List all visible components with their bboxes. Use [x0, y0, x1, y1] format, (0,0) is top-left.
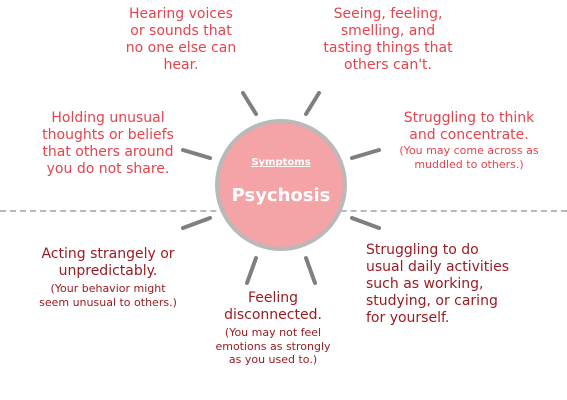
symptom-text-line: tasting things that — [323, 40, 453, 57]
ray-bottom-left — [245, 256, 258, 285]
ray-top-right — [304, 91, 321, 116]
symptom-acting-strangely: Acting strangely or unpredictably. (Your… — [20, 246, 196, 309]
hub-subtitle: Symptoms — [251, 157, 311, 168]
symptom-text-line: thoughts or beliefs — [42, 127, 174, 144]
ray-upper-left — [181, 148, 212, 160]
symptom-text-line: smelling, and — [340, 23, 436, 40]
symptom-unusual-beliefs: Holding unusual thoughts or beliefs that… — [22, 110, 194, 178]
symptom-text-line: hear. — [163, 57, 199, 74]
symptom-note-line: (You may come across as — [399, 144, 539, 158]
symptom-text-line: Struggling to do — [366, 242, 479, 258]
hub-title: Psychosis — [231, 185, 331, 206]
symptom-daily-activities: Struggling to do usual daily activities … — [366, 242, 546, 327]
symptom-text-line: such as working, — [366, 276, 484, 293]
symptom-text-line: for yourself. — [366, 310, 450, 327]
symptom-text-line: unpredictably. — [58, 263, 158, 280]
symptom-text-line: Acting strangely or — [41, 246, 175, 262]
symptom-text-line: disconnected. — [224, 307, 322, 324]
symptom-note-line: (You may not feel — [224, 326, 322, 340]
ray-lower-right — [350, 216, 381, 230]
psychosis-hub: Symptoms Psychosis — [215, 119, 347, 251]
symptom-text-line: studying, or caring — [366, 293, 498, 310]
symptom-text-line: or sounds that — [130, 23, 232, 40]
ray-upper-right — [350, 148, 381, 160]
symptom-text-line: usual daily activities — [366, 259, 510, 276]
symptom-text-line: Holding unusual — [51, 110, 165, 126]
symptom-text-line: you do not share. — [46, 161, 170, 178]
symptom-text-line: Struggling to think — [403, 110, 535, 126]
symptom-feeling-disconnected: Feeling disconnected. (You may not feel … — [198, 290, 348, 366]
symptom-text-line: others can't. — [344, 57, 432, 74]
ray-top-left — [241, 91, 258, 116]
ray-bottom-right — [304, 256, 317, 285]
symptom-note-line: as you used to.) — [228, 352, 318, 366]
symptom-struggling-to-think: Struggling to think and concentrate. (Yo… — [380, 110, 558, 171]
symptom-note-line: emotions as strongly — [215, 339, 331, 353]
symptom-text-line: Seeing, feeling, — [333, 6, 443, 22]
symptom-note-line: (Your behavior might — [50, 282, 166, 296]
ray-lower-left — [181, 216, 212, 230]
symptom-text-line: and concentrate. — [409, 127, 529, 144]
symptom-hearing-voices: Hearing voices or sounds that no one els… — [106, 6, 256, 74]
symptom-note-line: muddled to others.) — [414, 157, 524, 171]
symptom-text-line: no one else can — [125, 40, 237, 57]
symptom-seeing-feeling: Seeing, feeling, smelling, and tasting t… — [300, 6, 476, 74]
symptom-text-line: Feeling — [247, 290, 299, 306]
symptom-text-line: Hearing voices — [129, 6, 233, 22]
symptom-text-line: that others around — [42, 144, 174, 161]
symptom-note-line: seem unusual to others.) — [39, 295, 177, 309]
